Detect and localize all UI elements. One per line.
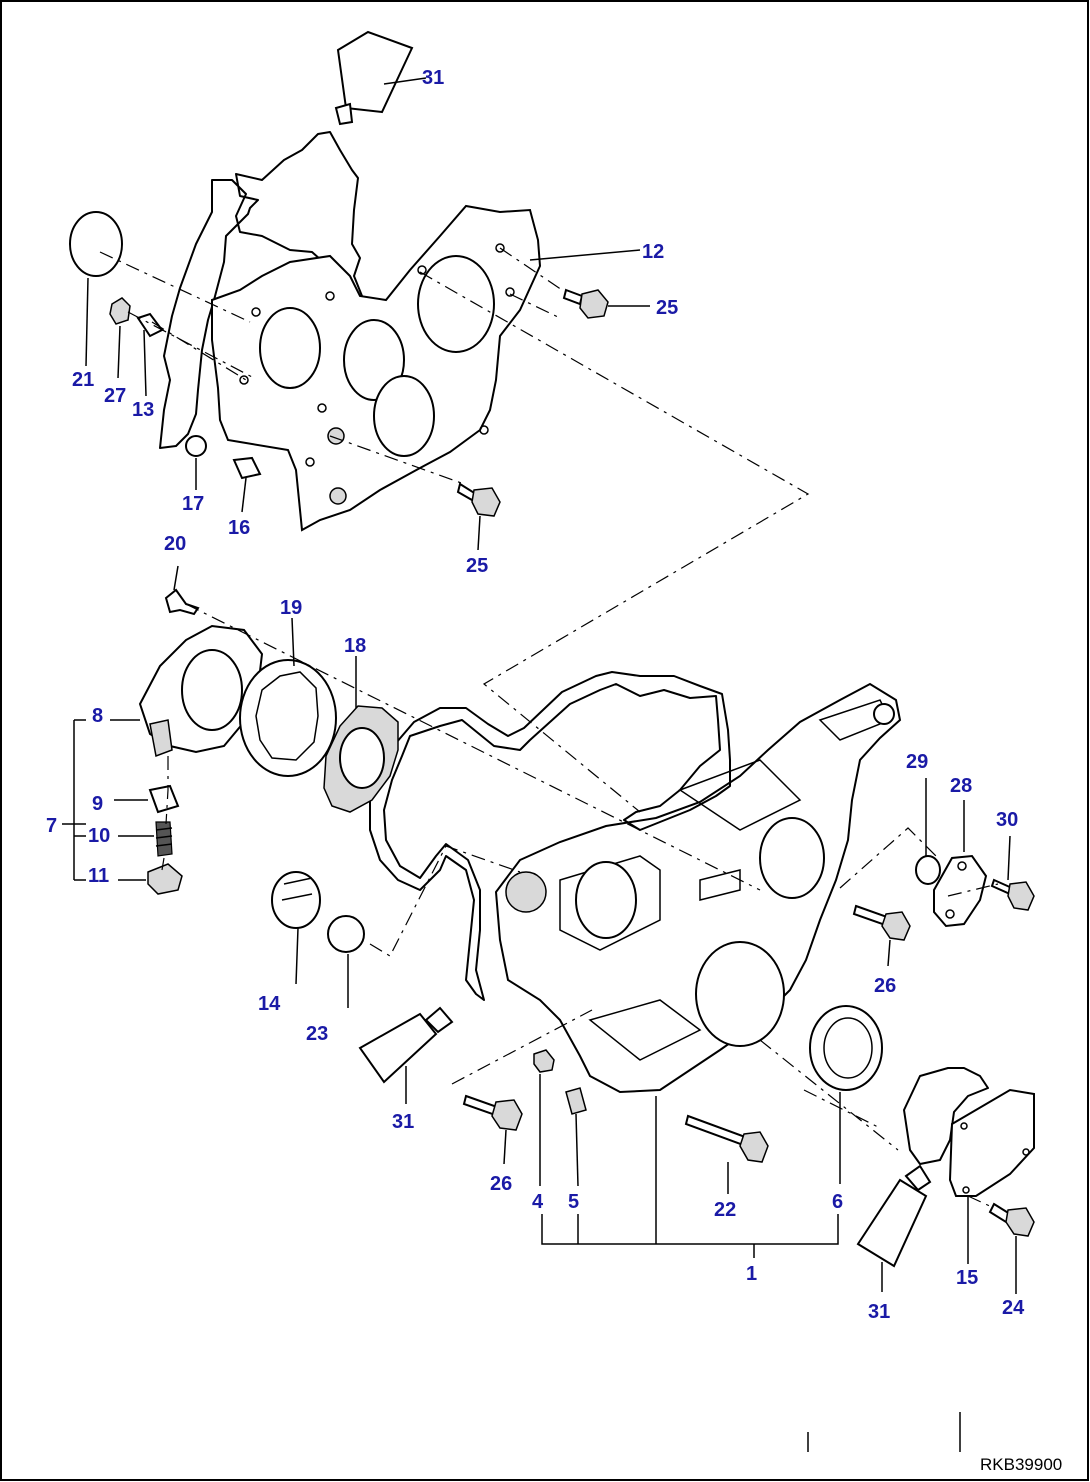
bolt-24 [988,1202,1035,1237]
callout-15: 15 [956,1267,978,1289]
callout-14: 14 [258,993,281,1015]
front-plate [211,204,542,532]
sealant-tube-middle [358,1006,454,1084]
screw-20 [164,588,200,616]
callout-31-lower: 31 [868,1301,890,1323]
o-ring-29 [915,855,941,885]
callout-1: 1 [746,1263,757,1285]
assembly-lines [99,247,999,1209]
cap-14 [271,871,321,929]
nut-27 [109,297,131,325]
outer-rotor-19 [239,659,337,777]
cover-15 [948,1088,1035,1197]
callout-26-left: 26 [490,1173,512,1195]
front-cover-body [494,682,902,1094]
leader-lines [62,77,1017,1294]
callout-6: 6 [832,1191,843,1213]
callout-8: 8 [92,705,103,727]
bolt-30 [990,878,1035,911]
gasket-cover [903,1067,989,1165]
o-ring-23 [327,915,365,953]
callout-17: 17 [182,493,204,515]
sealant-tube-top [334,30,414,126]
sealant-tube-lower [856,1164,932,1268]
valve-9 [148,784,180,814]
callout-5: 5 [568,1191,579,1213]
nut-4 [533,1049,555,1073]
callout-19: 19 [280,597,302,619]
callout-13: 13 [132,399,154,421]
callout-28: 28 [950,775,972,797]
inner-rotor-18 [323,705,399,813]
callout-12: 12 [642,241,664,263]
bolt-22 [684,1114,769,1163]
cover-28 [933,854,988,928]
drawing-code: RKB39900 [980,1455,1062,1474]
dowel-16 [232,456,262,480]
callout-23: 23 [306,1023,328,1045]
callout-9: 9 [92,793,103,815]
callout-30: 30 [996,809,1018,831]
callout-16: 16 [228,517,250,539]
callout-11: 11 [88,865,109,887]
footer: RKB39900 [807,1412,1062,1474]
callout-27: 27 [104,385,126,407]
callout-20: 20 [164,533,186,555]
plug-11 [147,863,183,895]
callout-25-lower: 25 [466,555,488,577]
spring-10 [155,821,173,857]
bolt-26-left [462,1094,523,1131]
callout-7: 7 [46,815,57,837]
plug-5 [565,1087,587,1115]
timing-gasket-lower [369,671,731,1001]
callout-18: 18 [344,635,366,657]
callout-21: 21 [72,369,94,391]
oil-seal-6 [809,1005,883,1091]
bolt-25-upper [562,288,609,319]
callout-10: 10 [88,825,110,847]
bolt-26-right [852,904,911,941]
pump-cover-8 [138,624,264,758]
ring-17 [185,435,207,457]
callout-24: 24 [1002,1297,1025,1319]
callout-25-upper: 25 [656,297,678,319]
o-ring-21 [69,211,123,277]
callout-31-middle: 31 [392,1111,414,1133]
timing-gasket-upper [159,131,363,449]
callout-29: 29 [906,751,928,773]
callout-22: 22 [714,1199,736,1221]
callout-31-top: 31 [422,67,444,89]
callout-26-right: 26 [874,975,896,997]
bolt-25-lower [456,482,501,517]
callout-4: 4 [532,1191,544,1213]
callout-labels: 31 12 25 21 27 13 17 16 25 20 19 18 8 7 … [46,67,1025,1323]
stud-13 [136,312,164,338]
